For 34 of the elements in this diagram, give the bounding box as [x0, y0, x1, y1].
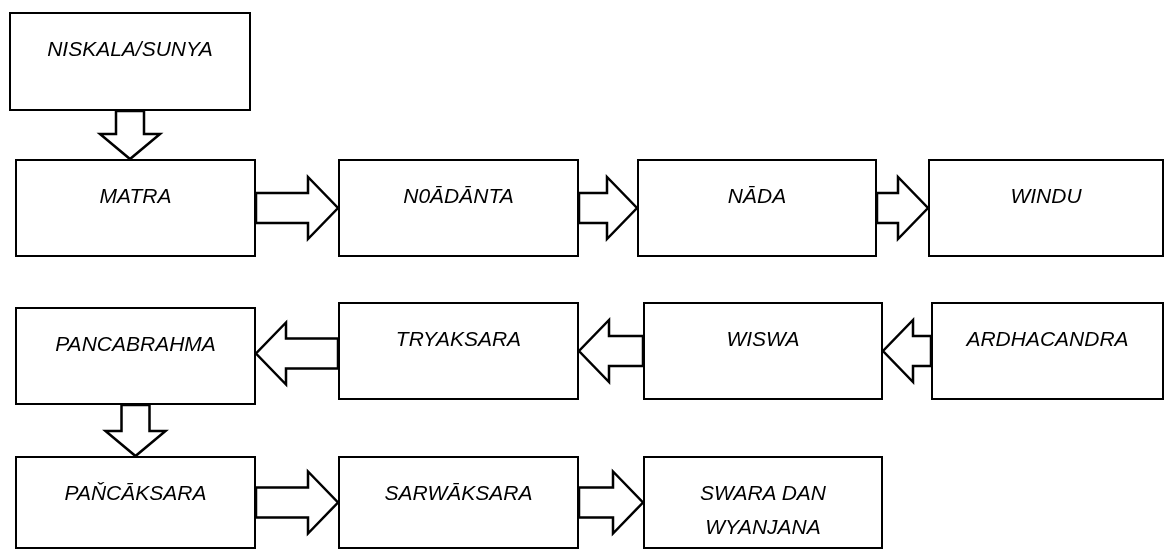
process-box	[931, 302, 1164, 400]
process-box	[637, 159, 877, 257]
process-box	[9, 12, 251, 111]
process-box	[338, 456, 579, 549]
box-label: ARDHACANDRA	[966, 326, 1129, 352]
block-arrow	[577, 316, 645, 386]
block-arrow	[254, 173, 340, 243]
box-label: PANCABRAHMA	[55, 331, 216, 357]
box-label: N0ĀDĀNTA	[403, 183, 514, 209]
block-arrow	[254, 468, 340, 537]
block-arrow	[102, 403, 169, 458]
box-label: TRYAKSARA	[395, 326, 522, 352]
process-box	[338, 159, 579, 257]
box-label: PAŇCĀKSARA	[64, 480, 207, 506]
process-box	[643, 456, 883, 549]
block-arrow	[875, 173, 930, 243]
block-arrow	[577, 173, 639, 243]
box-label: MATRA	[99, 183, 172, 209]
box-label: SWARA DAN WYANJANA	[699, 480, 827, 540]
block-arrow	[881, 316, 933, 386]
box-label: NĀDA	[727, 183, 787, 209]
box-label: SARWĀKSARA	[384, 480, 533, 506]
box-label: WISWA	[726, 326, 800, 352]
process-box	[15, 307, 256, 405]
box-label: NISKALA/SUNYA	[47, 36, 213, 62]
block-arrow	[96, 109, 164, 161]
process-box	[15, 456, 256, 549]
block-arrow	[254, 319, 340, 388]
process-box	[643, 302, 883, 400]
box-label: WINDU	[1010, 183, 1082, 209]
block-arrow	[577, 468, 645, 537]
process-box	[338, 302, 579, 400]
process-box	[15, 159, 256, 257]
process-box	[928, 159, 1164, 257]
